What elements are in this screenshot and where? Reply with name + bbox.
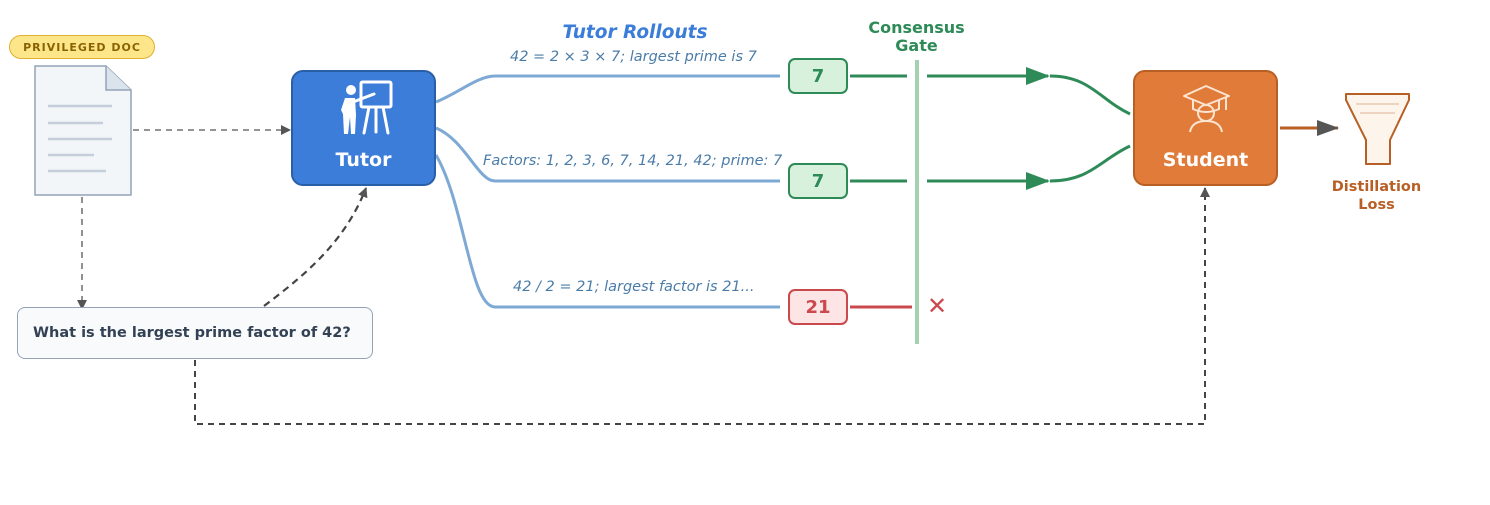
- question-to-student-arrow: [194, 187, 1210, 425]
- rollout-line-2: [435, 126, 780, 183]
- gate-label-line2: Gate: [895, 36, 938, 55]
- student-label: Student: [1162, 149, 1249, 171]
- rollout-reasoning-3: 42 / 2 = 21; largest factor is 21...: [513, 279, 755, 295]
- merge-curve-2: [1049, 144, 1131, 183]
- question-to-tutor-arrow: [263, 187, 368, 307]
- merge-curve-1: [1049, 74, 1131, 116]
- tutor-node: Tutor: [291, 70, 436, 186]
- rollout-reasoning-1: 42 = 2 × 3 × 7; largest prime is 7: [510, 49, 757, 65]
- consensus-gate-label: Consensus Gate: [850, 19, 983, 55]
- rollout-line-1: [435, 74, 780, 104]
- answer-badge-1: 7: [788, 58, 848, 94]
- teacher-icon: [341, 80, 393, 135]
- funnel-icon: [1345, 93, 1410, 165]
- question-box: What is the largest prime factor of 42?: [17, 307, 373, 359]
- tutor-label: Tutor: [335, 149, 392, 171]
- distillation-loss-label: Distillation Loss: [1310, 178, 1443, 214]
- rollout-line-3: [434, 154, 780, 309]
- graduate-icon: [1183, 85, 1230, 133]
- rollouts-title: Tutor Rollouts: [562, 22, 708, 43]
- document-icon: [34, 65, 132, 196]
- loss-label-line1: Distillation: [1331, 179, 1422, 195]
- reject-x-icon: ✕: [927, 292, 948, 320]
- student-node: Student: [1133, 70, 1278, 186]
- loss-label-line2: Loss: [1358, 197, 1395, 213]
- privileged-doc-badge: PRIVILEGED DOC: [9, 35, 155, 59]
- rollout-reasoning-2: Factors: 1, 2, 3, 6, 7, 14, 21, 42; prim…: [483, 153, 783, 169]
- answer-badge-2: 7: [788, 163, 848, 199]
- consensus-gate-bar: [915, 60, 919, 344]
- answer-badge-3: 21: [788, 289, 848, 325]
- gate-label-line1: Consensus: [868, 18, 965, 37]
